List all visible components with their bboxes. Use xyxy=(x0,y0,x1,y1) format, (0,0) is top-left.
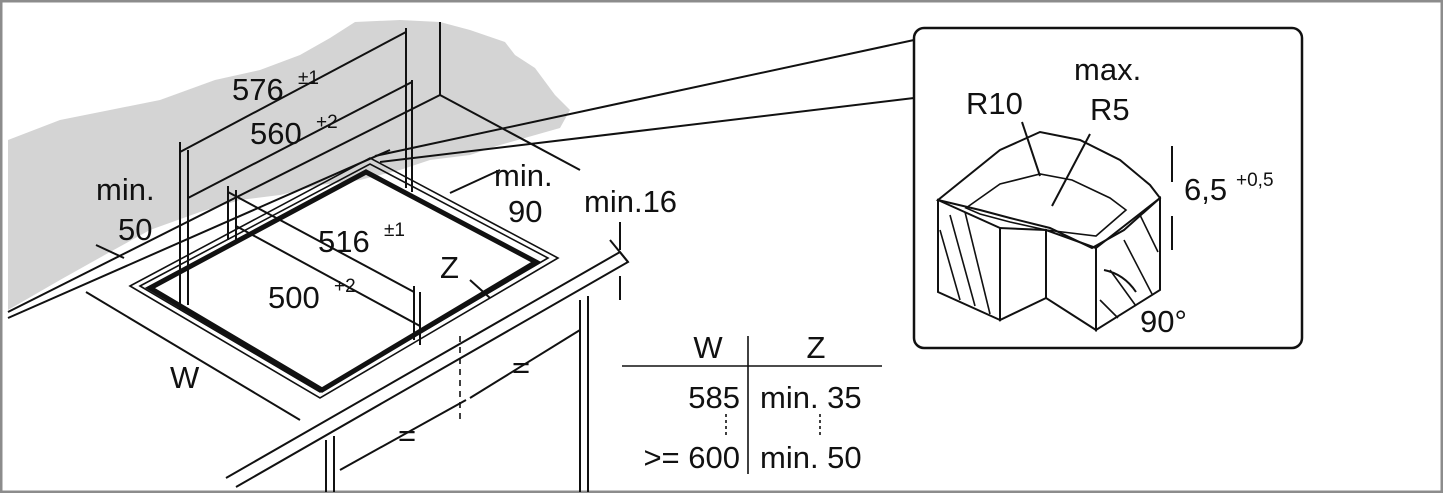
dim-line-560 xyxy=(187,81,413,199)
detail-box xyxy=(912,26,1304,350)
dim-min50-label-b: 50 xyxy=(118,212,152,247)
detail-depth-tolerance: +0,5 xyxy=(1236,170,1274,191)
detail-r5-label: R5 xyxy=(1090,92,1130,127)
dim-z-label: Z xyxy=(440,250,459,285)
wall-base-edge xyxy=(7,94,441,313)
dim-eq1-label: = xyxy=(512,350,530,385)
r5-leader xyxy=(1051,133,1091,207)
dim-min50-label-a: min. xyxy=(96,172,155,207)
dim-min16-label: min.16 xyxy=(584,184,677,219)
cutout-middle xyxy=(138,163,550,393)
dim-eq2-label: = xyxy=(398,418,416,453)
dim-516-tolerance: ±1 xyxy=(384,220,405,241)
angle-arc xyxy=(1103,269,1137,293)
corner-detail-callout: max. R5 R10 6,5 +0,5 90° xyxy=(912,26,1304,350)
detail-hatching xyxy=(939,211,1159,319)
wz-table: W Z 585 min. 35 >= 600 min. 50 xyxy=(622,330,882,475)
dim-line-516 xyxy=(227,191,415,293)
dim-line-z xyxy=(469,279,491,299)
dim-576-tolerance: ±1 xyxy=(298,68,319,89)
dim-516-label: 516 xyxy=(318,224,370,259)
detail-angle-label: 90° xyxy=(1140,304,1187,339)
cutout-outer xyxy=(128,157,560,399)
table-row1-z: min. 35 xyxy=(760,380,862,415)
dim-line-min90 xyxy=(449,169,501,194)
counter-thickness xyxy=(609,239,629,263)
dim-560-tolerance: +2 xyxy=(316,112,338,133)
table-header-z: Z xyxy=(807,330,826,365)
cutout-inner xyxy=(144,169,542,393)
dim-min90-label-b: 90 xyxy=(508,194,542,229)
dim-line-eq1 xyxy=(469,329,581,399)
dim-line-500 xyxy=(235,225,421,327)
dim-500-label: 500 xyxy=(268,280,320,315)
dim-line-min50 xyxy=(95,244,125,259)
detail-depth-label: 6,5 xyxy=(1184,172,1227,207)
dim-line-576 xyxy=(179,31,407,153)
callout-leader-top xyxy=(374,39,915,157)
dim-w-label: W xyxy=(170,360,200,395)
dim-min90-label-a: min. xyxy=(494,158,553,193)
detail-max-label: max. xyxy=(1074,52,1141,87)
detail-right-face xyxy=(1095,195,1161,332)
dim-576-label: 576 xyxy=(232,72,284,107)
table-row2-w: >= 600 xyxy=(643,440,740,475)
counter-back-edge xyxy=(7,149,391,319)
dim-line-w xyxy=(85,291,301,421)
dim-560-label: 560 xyxy=(250,116,302,151)
dim-500-tolerance: +2 xyxy=(334,276,356,297)
r10-leader xyxy=(1021,121,1041,177)
table-row2-z: min. 50 xyxy=(760,440,862,475)
detail-r10-label: R10 xyxy=(966,86,1023,121)
detail-recess xyxy=(964,173,1128,237)
dim-line-eq2 xyxy=(339,399,467,471)
table-header-w: W xyxy=(693,330,723,365)
wall-surface xyxy=(8,20,570,310)
table-row1-w: 585 xyxy=(688,380,740,415)
wall-floor-edge xyxy=(439,94,581,171)
callout-leader-bottom xyxy=(379,97,915,163)
